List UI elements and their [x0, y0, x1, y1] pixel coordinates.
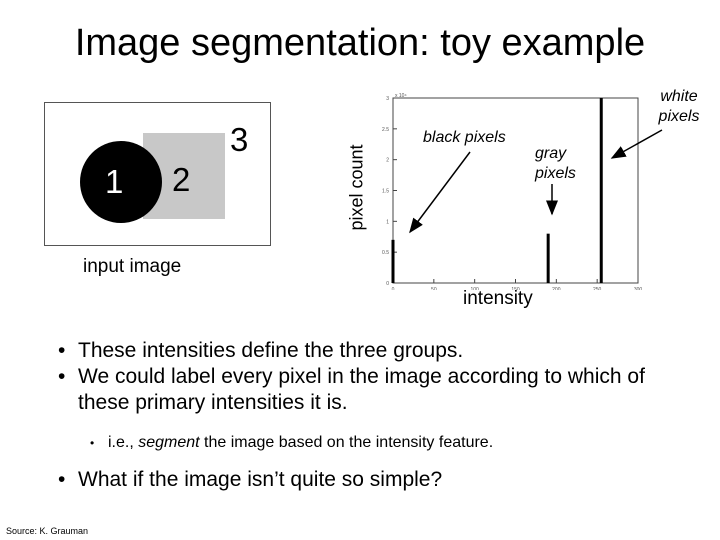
- black-pixels-annotation: black pixels: [423, 129, 506, 146]
- region-label-1: 1: [105, 163, 124, 200]
- histogram-y-label: pixel count: [346, 144, 367, 231]
- bullet-item: •These intensities define the three grou…: [58, 339, 464, 362]
- bullet-dot-icon: •: [90, 436, 95, 450]
- sub-bullets: •i.e., segment the image based on the in…: [82, 433, 682, 453]
- bullet-dot-icon: •: [58, 468, 66, 491]
- y-tick-label: 2: [386, 158, 389, 164]
- gray-pixels-annotation: gray pixels: [535, 145, 576, 182]
- black-circle-region: [80, 141, 162, 223]
- histogram-x-label: intensity: [463, 288, 533, 309]
- x-tick-label: 250: [593, 287, 602, 290]
- x-tick-label: 200: [552, 287, 561, 290]
- histogram-chart: 0 0.5 1 1.5 2 2.5 3 0 50 100 150 200 250 300 x 10⁴: [382, 93, 643, 290]
- y-tick-label: 1: [386, 219, 389, 225]
- source-credit: Source: K. Grauman: [6, 526, 89, 536]
- bullet-dot-icon: •: [58, 339, 66, 362]
- x-tick-label: 150: [511, 287, 520, 290]
- histogram-bar: [599, 98, 603, 283]
- y-tick-label: 0.5: [382, 250, 389, 256]
- histogram-bar: [546, 233, 550, 283]
- x-tick-label: 50: [431, 287, 437, 290]
- bullet-dot-icon: •: [58, 365, 66, 388]
- bullet-item: •We could label every pixel in the image…: [58, 365, 645, 414]
- region-label-3: 3: [230, 121, 249, 158]
- region-label-2: 2: [172, 161, 191, 198]
- y-tick-label: 1.5: [382, 189, 389, 195]
- main-bullets: •These intensities define the three grou…: [52, 338, 692, 416]
- y-exponent-label: x 10⁴: [395, 93, 407, 99]
- x-tick-label: 0: [392, 287, 395, 290]
- y-tick-label: 2.5: [382, 127, 389, 133]
- y-tick-label: 3: [386, 96, 389, 102]
- slide-title: Image segmentation: toy example: [74, 22, 646, 64]
- bullet-item: •What if the image isn’t quite so simple…: [58, 468, 443, 491]
- histogram-bar: [391, 239, 395, 283]
- y-tick-label: 0: [386, 281, 389, 287]
- sub-bullet-item: •i.e., segment the image based on the in…: [90, 434, 494, 451]
- x-tick-label: 100: [470, 287, 479, 290]
- x-tick-label: 300: [634, 287, 643, 290]
- input-image-caption: input image: [83, 256, 182, 277]
- closing-bullets: •What if the image isn’t quite so simple…: [52, 467, 692, 493]
- white-pixels-annotation: white pixels: [658, 88, 700, 125]
